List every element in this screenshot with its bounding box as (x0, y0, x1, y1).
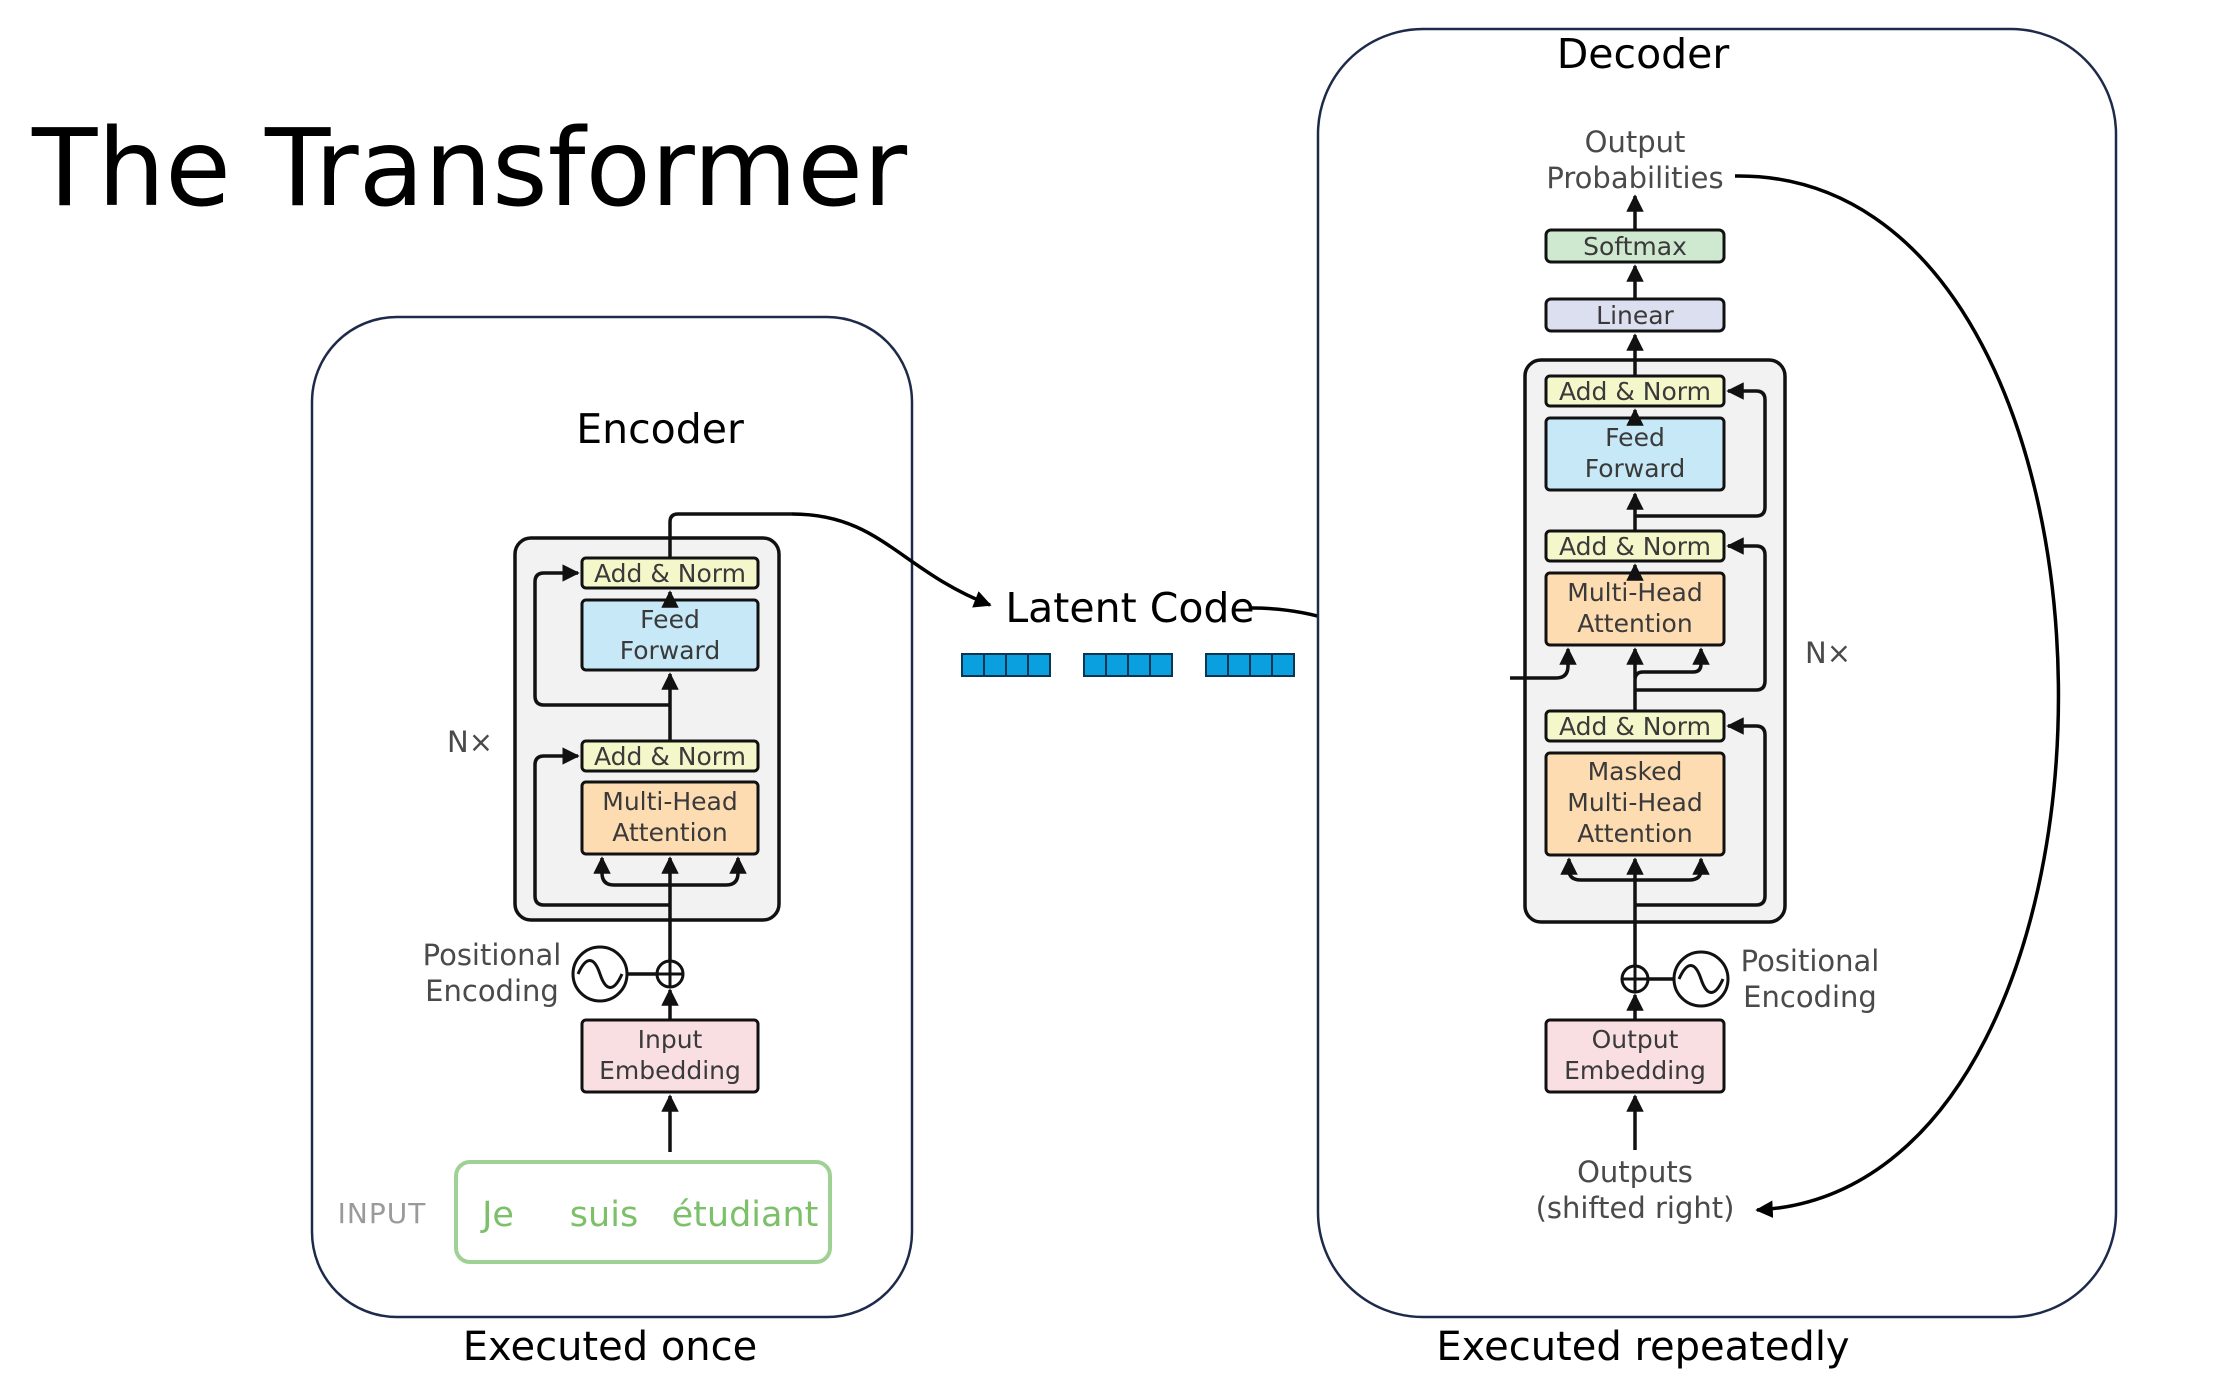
latent-vector-cell (983, 653, 1007, 677)
input-label: INPUT (338, 1197, 427, 1230)
encoder-feed-forward-line2: Forward (620, 636, 721, 665)
decoder-caption: Executed repeatedly (1436, 1324, 1849, 1370)
latent-code-label: Latent Code (1005, 584, 1254, 632)
latent-vector-cell (961, 653, 985, 677)
sine-wave-icon (1672, 950, 1730, 1008)
encoder-caption: Executed once (463, 1324, 758, 1370)
outputs-line2: (shifted right) (1536, 1191, 1735, 1225)
encoder-panel: Encoder N× Add & Norm Feed Forward Add &… (310, 315, 914, 1370)
latent-vector-cell (1005, 653, 1029, 677)
latent-vector-cell (1083, 653, 1107, 677)
encoder-nx-label: N× (447, 725, 493, 759)
encoder-label: Encoder (576, 405, 744, 453)
latent-vectors (961, 653, 1295, 677)
slide-title: The Transformer (31, 107, 907, 231)
decoder-cross-attention-line1: Multi-Head (1567, 578, 1703, 607)
input-token-2: suis (570, 1195, 638, 1235)
input-token-box (454, 1160, 832, 1264)
encoder-embedding-line2: Embedding (599, 1056, 741, 1085)
latent-vector-cell (1205, 653, 1229, 677)
add-operator-icon (1620, 964, 1650, 994)
decoder-positional-line2: Encoding (1743, 980, 1877, 1014)
decoder-add-norm-middle-label: Add & Norm (1559, 532, 1711, 561)
masked-attention-line3: Attention (1577, 819, 1692, 848)
encoder-add-norm-top-label: Add & Norm (594, 559, 746, 588)
encoder-positional-line2: Encoding (425, 974, 559, 1008)
latent-vector-cell (1271, 653, 1295, 677)
decoder-add-norm-top-label: Add & Norm (1559, 377, 1711, 406)
latent-vector-cell (1027, 653, 1051, 677)
output-probabilities-line1: Output (1585, 125, 1686, 159)
decoder-add-norm-bottom-label: Add & Norm (1559, 712, 1711, 741)
decoder-nx-label: N× (1805, 636, 1851, 670)
latent-vector-cell (1105, 653, 1129, 677)
sine-wave-icon (571, 945, 629, 1003)
encoder-multi-head-attention (580, 780, 760, 856)
encoder-add-norm-bottom-label: Add & Norm (594, 742, 746, 771)
add-operator-icon (655, 959, 685, 989)
masked-attention-line1: Masked (1588, 757, 1683, 786)
encoder-positional-line1: Positional (423, 938, 562, 972)
masked-attention-line2: Multi-Head (1567, 788, 1703, 817)
autoregressive-feedback-arrow (1734, 174, 2061, 1218)
encoder-attention-line2: Attention (612, 818, 727, 847)
softmax-label: Softmax (1583, 232, 1687, 261)
decoder-feed-forward-line2: Forward (1585, 454, 1686, 483)
latent-vector-cell (1227, 653, 1251, 677)
decoder-masked-multi-head-attention (1544, 751, 1726, 857)
decoder-embedding-line2: Embedding (1564, 1056, 1706, 1085)
latent-vector-cell (1127, 653, 1151, 677)
input-token-3: étudiant (672, 1195, 819, 1235)
decoder-feed-forward-line1: Feed (1605, 423, 1665, 452)
encoder-embedding-line1: Input (638, 1025, 703, 1054)
latent-vector-cell (1249, 653, 1273, 677)
decoder-cross-attention-line2: Attention (1577, 609, 1692, 638)
encoder-attention-line1: Multi-Head (602, 787, 738, 816)
latent-code: Latent Code (791, 512, 1522, 689)
linear-label: Linear (1596, 301, 1674, 330)
decoder-label: Decoder (1557, 30, 1730, 78)
decoder-embedding-line1: Output (1592, 1025, 1679, 1054)
decoder-positional-line1: Positional (1741, 944, 1880, 978)
output-probabilities-line2: Probabilities (1546, 161, 1723, 195)
outputs-line1: Outputs (1577, 1155, 1693, 1189)
latent-vector-cell (1149, 653, 1173, 677)
decoder-panel: Decoder Output Probabilities Softmax Lin… (1316, 27, 2118, 1370)
encoder-feed-forward-line1: Feed (640, 605, 700, 634)
input-token-1: Je (480, 1195, 514, 1235)
